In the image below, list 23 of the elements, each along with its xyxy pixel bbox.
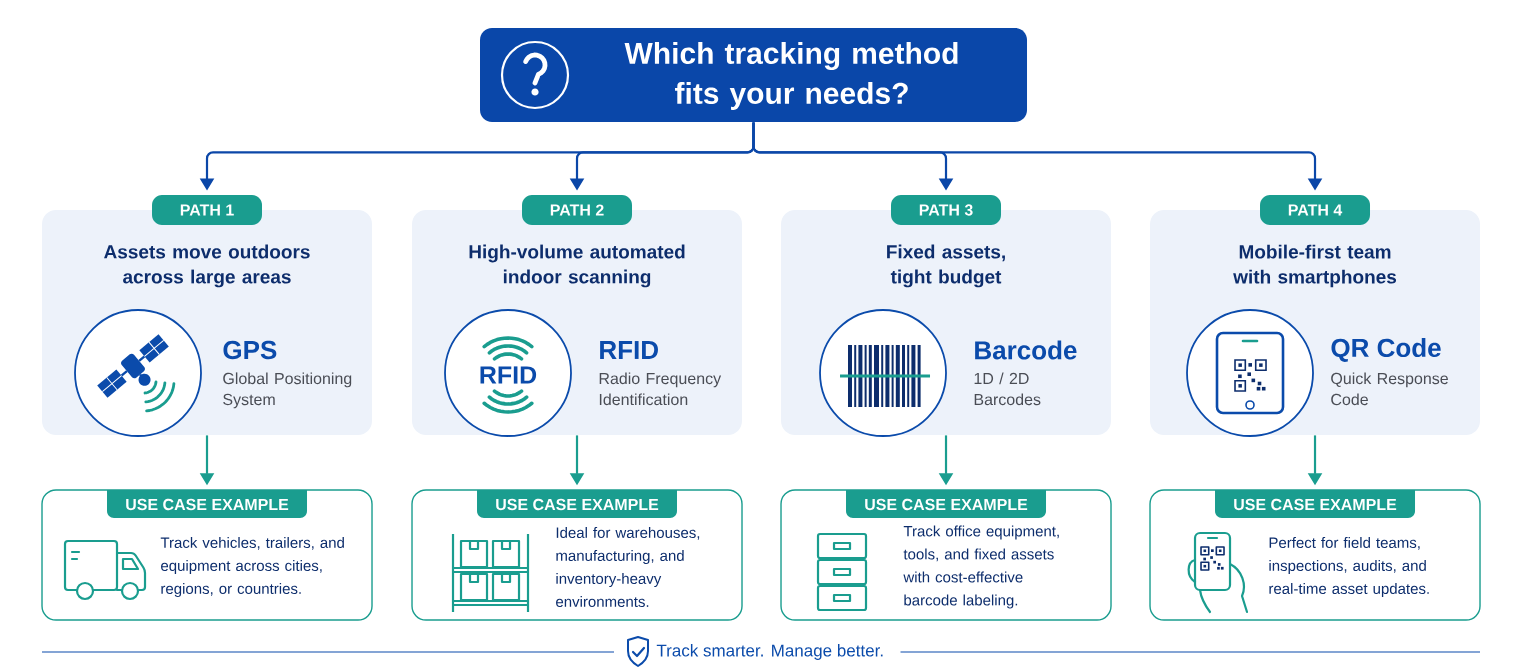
card-heading: Assets move outdoors across large areas — [104, 244, 310, 288]
method-name: GPS — [223, 340, 277, 360]
card-heading: High-volume automated indoor scanning — [469, 244, 685, 288]
path-tag: PATH 4 — [1260, 195, 1370, 225]
card-heading: Fixed assets, tight budget — [887, 244, 1005, 288]
use-case-tag: USE CASE EXAMPLE — [846, 490, 1046, 518]
path-tag: PATH 3 — [891, 195, 1001, 225]
question-box: Which tracking method fits your needs? — [480, 28, 1027, 122]
use-case-tag: USE CASE EXAMPLE — [477, 490, 677, 518]
method-name: QR Code — [1331, 338, 1441, 362]
card-heading: Mobile-first team with smartphones — [1233, 244, 1397, 288]
use-case-tag: USE CASE EXAMPLE — [107, 490, 307, 518]
method-description: 1D / 2D Barcodes — [974, 372, 1041, 406]
path-tag: PATH 2 — [522, 195, 632, 225]
method-name: RFID — [600, 341, 658, 359]
icon-label: RFID — [480, 366, 537, 384]
method-description: Radio Frequency Identification — [599, 372, 722, 406]
method-description: Quick Response Code — [1331, 372, 1448, 406]
method-name: Barcode — [975, 340, 1077, 360]
use-case-tag: USE CASE EXAMPLE — [1215, 490, 1415, 518]
footer-tagline: Track smarter. Manage better. — [656, 644, 883, 660]
method-description: Global Positioning System — [223, 372, 352, 409]
path-tag: PATH 1 — [152, 195, 262, 225]
